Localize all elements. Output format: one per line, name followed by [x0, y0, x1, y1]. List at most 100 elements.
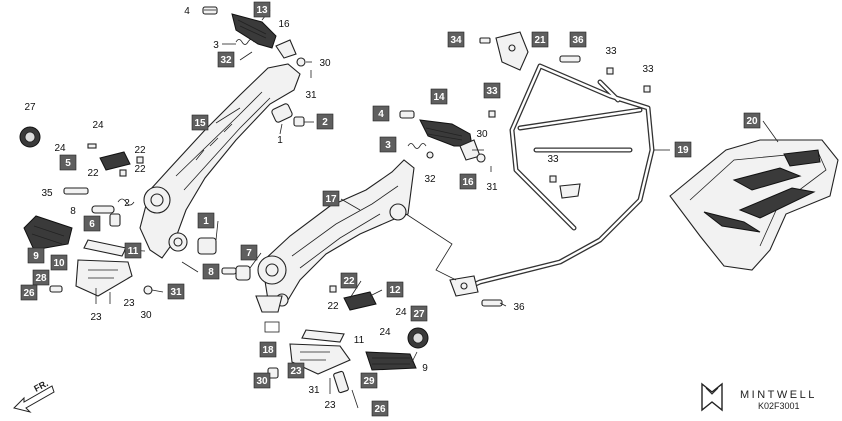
callout-box	[27, 247, 45, 264]
callout-number: 3	[213, 40, 219, 51]
callout-24: 24	[379, 327, 391, 338]
callout-2: 2	[124, 198, 130, 209]
callout-number: 7	[246, 248, 252, 259]
callout-box	[124, 242, 142, 259]
leader-lines	[123, 9, 779, 363]
callout-box	[430, 88, 448, 105]
callout-number: 22	[134, 164, 146, 175]
callout-box	[240, 244, 258, 261]
callout-33: 33	[605, 46, 617, 57]
callout-32: 32	[217, 51, 235, 68]
callout-number: 27	[413, 309, 425, 320]
callout-35: 35	[41, 188, 53, 199]
upper-footrest-peg	[231, 13, 277, 49]
callout-31: 31	[167, 283, 185, 300]
front-direction-indicator: FR.	[13, 378, 55, 413]
callout-number: 4	[184, 6, 190, 17]
callout-box	[340, 272, 358, 289]
callout-26: 26	[20, 284, 38, 301]
callout-8: 8	[70, 206, 76, 217]
callout-22: 22	[134, 164, 146, 175]
callout-10: 10	[50, 254, 68, 271]
callout-number: 6	[89, 219, 95, 230]
callout-number: 24	[54, 143, 66, 154]
callout-9: 9	[422, 363, 428, 374]
callout-number: 23	[123, 298, 135, 309]
callout-number: 1	[203, 216, 209, 227]
callout-24: 24	[54, 143, 66, 154]
callout-box	[316, 113, 334, 130]
callout-8: 8	[202, 263, 220, 280]
callout-21: 21	[531, 31, 549, 48]
callout-number: 18	[262, 345, 274, 356]
callout-number: 26	[23, 288, 35, 299]
callout-30: 30	[319, 58, 331, 69]
callout-14: 14	[430, 88, 448, 105]
callout-number: 9	[422, 363, 428, 374]
callout-box	[360, 372, 378, 389]
callout-31: 31	[305, 90, 317, 101]
callout-box	[259, 341, 277, 358]
callout-box	[674, 141, 692, 158]
callout-box	[410, 305, 428, 322]
callout-22: 22	[340, 272, 358, 289]
callout-number: 1	[277, 135, 283, 146]
right-holder-arm	[261, 159, 415, 301]
callout-number: 21	[534, 35, 546, 46]
callout-number: 32	[220, 55, 232, 66]
left-holder-arm	[139, 63, 301, 259]
callout-number: 11	[128, 246, 139, 257]
callout-number: 30	[476, 129, 488, 140]
callout-27: 27	[24, 102, 36, 113]
callout-number: 4	[378, 109, 384, 120]
callout-30: 30	[253, 372, 271, 389]
callout-33: 33	[483, 82, 501, 99]
callout-number: 9	[33, 251, 39, 262]
callout-number: 23	[290, 366, 302, 377]
callout-3: 3	[379, 136, 397, 153]
callout-number: 20	[746, 116, 758, 127]
callout-24: 24	[395, 307, 407, 318]
callout-number: 2	[124, 198, 130, 209]
callout-number: 30	[140, 310, 152, 321]
callout-23: 23	[287, 362, 305, 379]
callout-number: 35	[41, 188, 53, 199]
callout-22: 22	[134, 145, 146, 156]
callout-number: 36	[513, 302, 525, 313]
callout-15: 15	[191, 114, 209, 131]
callout-2: 2	[316, 113, 334, 130]
callout-number: 32	[424, 174, 436, 185]
rear-rack	[669, 139, 839, 271]
watermark-logo: MINTWELL K02F3001	[701, 382, 814, 412]
callout-12: 12	[386, 281, 404, 298]
callout-24: 24	[92, 120, 104, 131]
callout-box	[50, 254, 68, 271]
callout-5: 5	[59, 154, 77, 171]
callout-9: 9	[27, 247, 45, 264]
callout-box	[379, 136, 397, 153]
callout-box	[253, 1, 271, 18]
callout-box	[20, 284, 38, 301]
right-upper-footrest-peg	[419, 119, 473, 147]
callout-number: 26	[374, 404, 386, 415]
callout-number: 8	[70, 206, 76, 217]
callout-box	[202, 263, 220, 280]
callout-number: 11	[354, 335, 365, 346]
callout-33: 33	[547, 154, 559, 165]
callout-box	[322, 190, 340, 207]
callout-number: 22	[343, 276, 355, 287]
callout-number: 10	[53, 258, 65, 269]
callout-number: 28	[35, 273, 47, 284]
callout-box	[59, 154, 77, 171]
callout-number: 24	[92, 120, 104, 131]
callout-30: 30	[476, 129, 488, 140]
callout-number: 23	[324, 400, 336, 411]
callout-number: 33	[547, 154, 559, 165]
callout-number: 30	[256, 376, 268, 387]
callout-number: 19	[677, 145, 689, 156]
callout-number: 13	[256, 5, 268, 16]
callout-number: 16	[462, 177, 474, 188]
callout-31: 31	[486, 182, 498, 193]
